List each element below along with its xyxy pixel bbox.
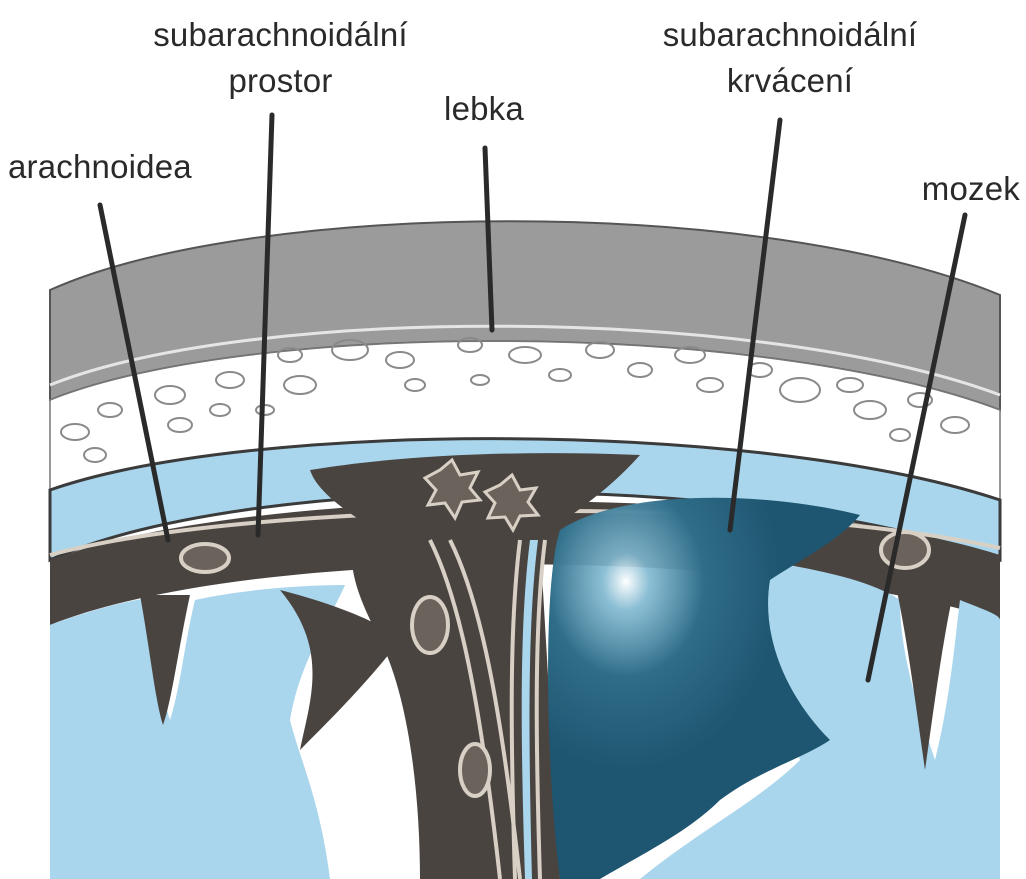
brain-tissue bbox=[50, 585, 345, 879]
label-subarachnoid-hemorrhage: subarachnoidální krvácení bbox=[640, 16, 940, 100]
label-skull: lebka bbox=[424, 90, 544, 128]
label-subarachnoid-space-line2: prostor bbox=[138, 62, 423, 100]
label-subarachnoid-space-line1: subarachnoidální bbox=[138, 16, 423, 54]
label-subarachnoid-hemorrhage-line1: subarachnoidální bbox=[640, 16, 940, 54]
label-subarachnoid-space: subarachnoidální prostor bbox=[138, 16, 423, 100]
label-arachnoidea: arachnoidea bbox=[0, 148, 236, 186]
label-brain: mozek bbox=[890, 170, 1020, 208]
label-subarachnoid-hemorrhage-line2: krvácení bbox=[640, 62, 940, 100]
